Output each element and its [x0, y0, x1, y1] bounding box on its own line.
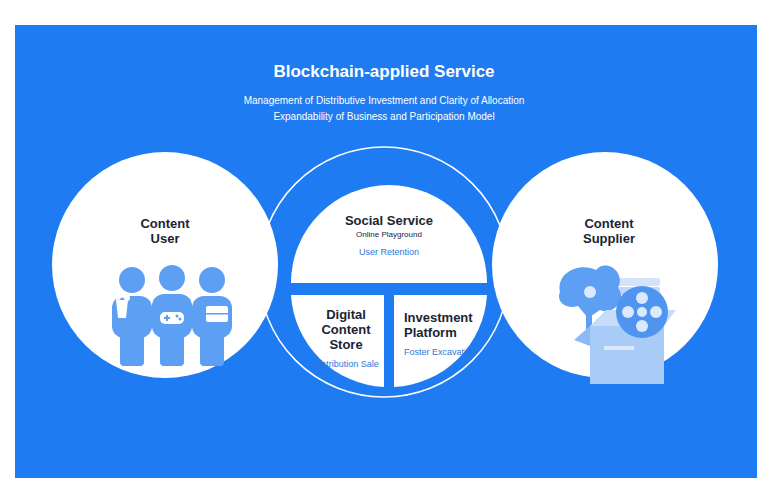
user-item-details: [164, 313, 228, 321]
supplier-circle: Content Supplier: [492, 152, 718, 378]
content-users-icon: [112, 265, 232, 366]
text-group: Investment PlatformFoster Excavation: [404, 310, 480, 358]
node-heading: Content Supplier: [566, 216, 652, 246]
subtitle-line: Expandability of Business and Participat…: [0, 111, 768, 122]
investment-segment: Investment PlatformFoster Excavation: [394, 295, 487, 387]
node-fill: [291, 185, 487, 283]
content-store-segment: Digital Content StoreDistribution Sale: [291, 295, 384, 387]
node-note: Distribution Sale: [313, 359, 379, 370]
node-shape: [394, 295, 487, 387]
node-fill: [291, 295, 384, 387]
node-note: User Retention: [329, 247, 449, 258]
diagram-title: Blockchain-applied Service: [0, 62, 768, 82]
node-note: Foster Excavation: [404, 347, 480, 358]
text-group: Social ServiceOnline PlaygroundUser Rete…: [329, 213, 449, 258]
user-circle: Content User: [52, 152, 278, 378]
node-fill: [52, 152, 278, 378]
content-supplier-icon: [559, 265, 676, 384]
node-subtitle: Online Playground: [329, 229, 449, 240]
text-group: Digital Content StoreDistribution Sale: [313, 307, 379, 370]
node-heading: Content User: [130, 216, 200, 246]
node-shape: [52, 152, 278, 378]
subtitle-line: Management of Distributive Investment an…: [0, 95, 768, 106]
node-shape: [492, 152, 718, 378]
service-ring: [259, 147, 509, 397]
text-group: Content Supplier: [566, 216, 652, 246]
social-service-segment: Social ServiceOnline PlaygroundUser Rete…: [291, 191, 487, 283]
node-heading: Investment Platform: [404, 310, 480, 340]
text-group: Content User: [130, 216, 200, 246]
node-fill: [394, 295, 487, 387]
node-fill: [492, 152, 718, 378]
blue-panel: [15, 25, 757, 478]
user-items: [115, 292, 228, 324]
node-heading: Social Service: [329, 213, 449, 228]
node-heading: Digital Content Store: [313, 307, 379, 352]
